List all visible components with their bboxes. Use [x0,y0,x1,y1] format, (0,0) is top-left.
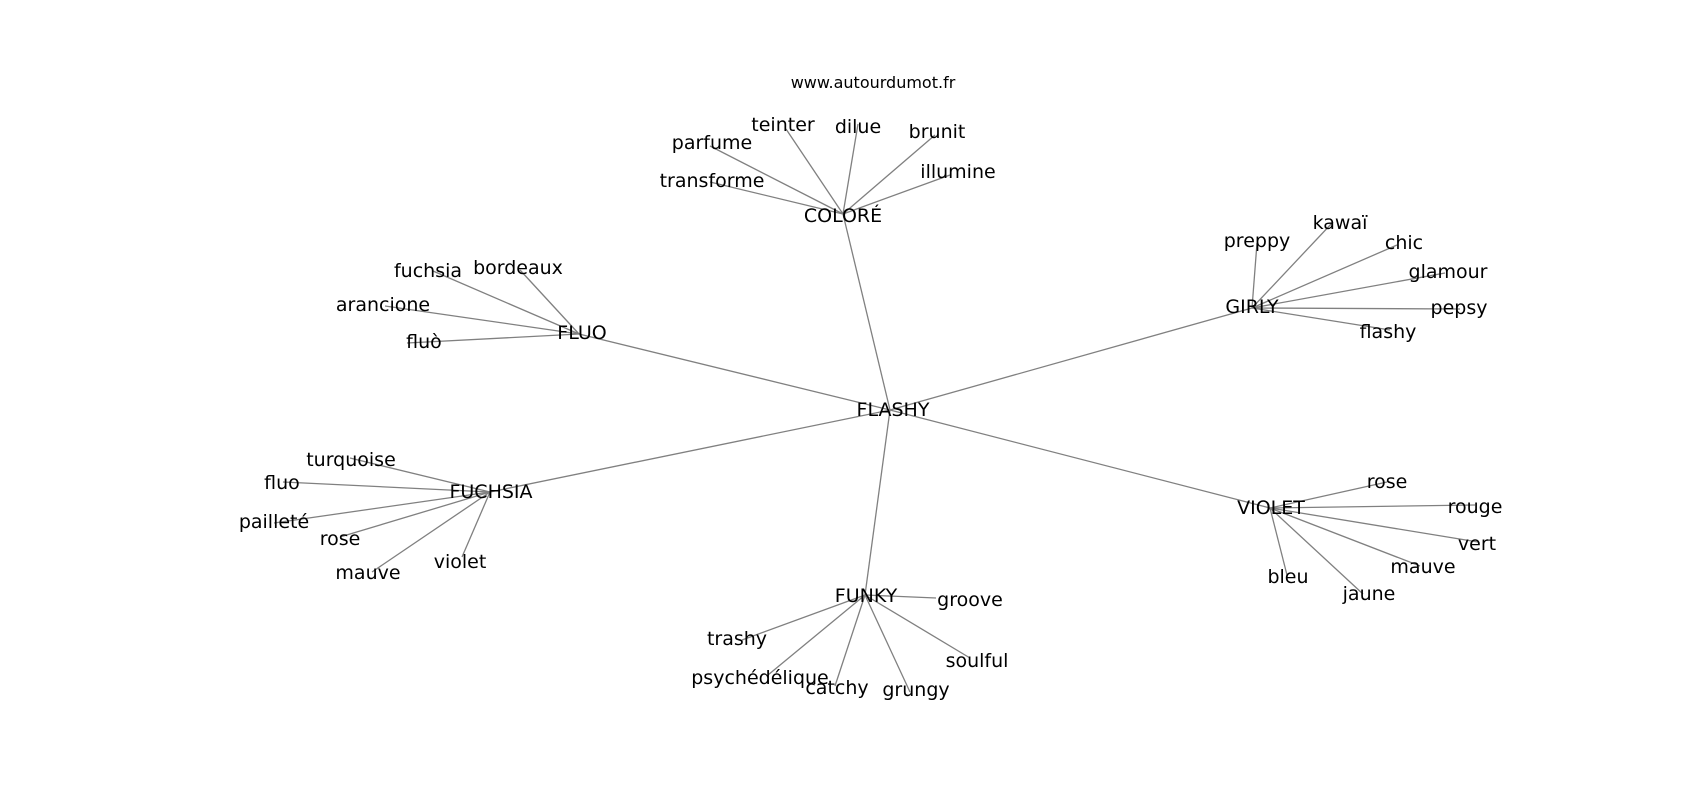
leaf-node-girly-flashy[interactable]: flashy [1360,321,1417,343]
leaf-node-fluo-bordeaux[interactable]: bordeaux [473,257,563,279]
leaf-node-violet-rose[interactable]: rose [1367,471,1408,493]
edge-funky-catchy [834,594,866,687]
edge-fuchsia-turquoise [349,457,491,493]
hub-node-colore[interactable]: COLORÉ [804,204,882,227]
edge-center-fuchsia [489,409,891,493]
site-watermark: www.autourdumot.fr [791,73,956,92]
hub-node-violet[interactable]: VIOLET [1237,497,1305,519]
edge-fluo-bordeaux [519,269,580,335]
leaf-node-funky-groove[interactable]: groove [937,589,1003,611]
leaf-node-violet-vert[interactable]: vert [1458,533,1496,555]
edge-girly-flashy [1251,307,1391,331]
leaf-node-fluo-fuchsia[interactable]: fuchsia [394,260,462,282]
leaf-node-colore-parfume[interactable]: parfume [672,132,752,154]
leaf-node-colore-illumine[interactable]: illumine [920,161,995,183]
center-node-label[interactable]: FLASHY [857,399,930,421]
edge-fluo-fuchsia [432,270,580,335]
leaf-node-fuchsia-paillete[interactable]: pailleté [239,511,309,533]
leaf-node-girly-preppy[interactable]: preppy [1224,230,1291,252]
leaf-node-fluo-arancione[interactable]: arancione [336,294,430,316]
edge-center-fluo [578,333,891,411]
edge-girly-chic [1251,244,1398,309]
edge-center-violet [889,409,1271,509]
labels-layer: www.autourdumot.fr teinter dilue brunit par… [239,73,1503,701]
leaf-node-fuchsia-rose[interactable]: rose [320,528,361,550]
edge-colore-teinter [785,128,844,215]
hub-node-girly[interactable]: GIRLY [1225,296,1279,318]
edge-colore-brunit [842,134,936,215]
leaf-node-funky-grungy[interactable]: grungy [882,679,949,701]
edge-funky-psychedelique [767,594,866,676]
edge-colore-illumine [842,174,951,215]
edge-violet-vert [1269,507,1479,543]
leaf-node-funky-trashy[interactable]: trashy [707,628,767,650]
hub-node-fuchsia[interactable]: FUCHSIA [449,481,532,503]
hub-node-fluo[interactable]: FLUO [557,322,606,344]
edge-fuchsia-fluo [282,481,491,493]
leaf-node-funky-soulful[interactable]: soulful [946,650,1009,672]
edge-fuchsia-violet [461,491,491,558]
leaf-node-fluo-fluo[interactable]: fluò [406,331,442,353]
leaf-node-colore-teinter[interactable]: teinter [751,114,815,136]
edge-center-colore [842,213,891,411]
edge-fuchsia-mauve [371,491,491,573]
leaf-node-fuchsia-fluo[interactable]: fluo [264,472,300,494]
leaf-node-violet-rouge[interactable]: rouge [1448,496,1503,518]
edge-violet-rouge [1269,504,1476,509]
edge-girly-preppy [1251,242,1258,309]
leaf-node-colore-brunit[interactable]: brunit [909,121,966,143]
edge-girly-glamour [1251,272,1446,309]
edge-funky-groove [864,594,937,599]
leaf-node-funky-catchy[interactable]: catchy [805,677,868,699]
edge-center-funky [864,409,891,596]
leaf-node-fuchsia-turquoise[interactable]: turquoise [306,449,396,471]
leaf-node-colore-transforme[interactable]: transforme [660,170,765,192]
edge-fluo-arancione [384,305,580,335]
edge-funky-trashy [741,594,866,641]
leaf-node-violet-mauve[interactable]: mauve [1390,556,1455,578]
edge-violet-jaune [1269,507,1364,595]
edge-violet-bleu [1269,507,1288,576]
edge-colore-dilue [842,123,859,215]
edge-violet-rose [1269,481,1388,509]
edge-fuchsia-rose [339,491,491,538]
leaf-node-fuchsia-mauve[interactable]: mauve [335,562,400,584]
leaf-node-girly-glamour[interactable]: glamour [1409,261,1488,283]
edge-fuchsia-paillete [273,491,491,524]
leaf-node-colore-dilue[interactable]: dilue [835,116,881,138]
edge-colore-transforme [709,181,844,215]
edge-girly-pepsy [1251,307,1461,310]
edge-fluo-fluo [406,333,580,344]
edge-violet-mauve [1269,507,1421,567]
leaf-node-fuchsia-violet[interactable]: violet [434,551,487,573]
edges-layer [273,123,1479,693]
edge-funky-grungy [864,594,911,693]
edge-funky-soulful [864,594,971,659]
leaf-node-girly-kawai[interactable]: kawaï [1313,212,1368,234]
leaf-node-funky-psychedelique[interactable]: psychédélique [691,667,828,689]
hub-node-funky[interactable]: FUNKY [835,585,898,607]
leaf-node-girly-pepsy[interactable]: pepsy [1431,297,1488,319]
edge-girly-kawai [1251,221,1334,309]
leaf-node-violet-bleu[interactable]: bleu [1267,566,1308,588]
leaf-node-violet-jaune[interactable]: jaune [1342,583,1396,605]
edge-center-girly [889,307,1253,411]
leaf-node-girly-chic[interactable]: chic [1385,232,1423,254]
edge-colore-parfume [709,145,844,215]
